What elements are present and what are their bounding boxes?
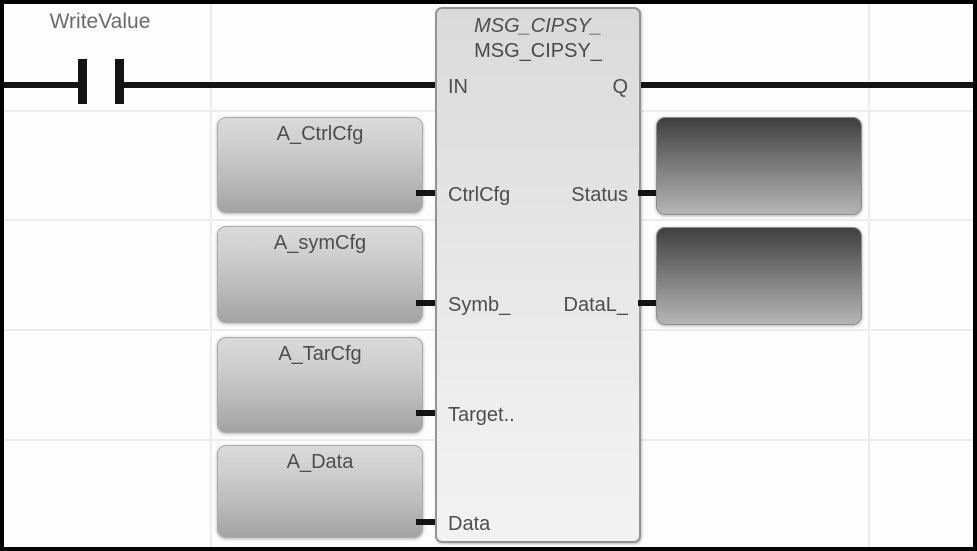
rung-wire-middle xyxy=(123,82,439,88)
function-block-type-name: MSG_CIPSY_ xyxy=(474,15,602,37)
grid-column-line xyxy=(868,4,870,547)
operand-box-symcfg[interactable]: A_symCfg xyxy=(217,226,423,323)
rung-wire-left xyxy=(4,82,79,88)
stub-symb xyxy=(416,300,443,306)
pin-label-target: Target.. xyxy=(448,404,515,426)
grid-column-line xyxy=(210,4,212,547)
stub-ctrlcfg xyxy=(416,190,443,196)
stub-data xyxy=(416,519,443,525)
pin-label-q: Q xyxy=(612,76,628,98)
pin-label-symb: Symb_ xyxy=(448,294,511,316)
pin-label-status: Status xyxy=(571,184,628,206)
operand-box-status-output[interactable] xyxy=(656,117,862,215)
operand-box-datalen-output[interactable] xyxy=(656,227,862,325)
contact-right-bar[interactable] xyxy=(115,59,124,104)
rung-wire-right xyxy=(641,82,973,88)
pin-label-datal: DataL_ xyxy=(563,294,629,316)
operand-box-data[interactable]: A_Data xyxy=(217,445,423,538)
stub-status xyxy=(638,190,662,196)
pin-label-in: IN xyxy=(448,76,468,98)
operand-box-ctrlcfg[interactable]: A_CtrlCfg xyxy=(217,117,423,213)
stub-datal xyxy=(638,300,662,306)
operand-box-tarcfg[interactable]: A_TarCfg xyxy=(217,337,423,433)
pin-label-data: Data xyxy=(448,513,491,535)
function-block-msg-cipsymbolic[interactable]: MSG_CIPSY_ MSG_CIPSY_ IN Q CtrlCfg Statu… xyxy=(435,7,641,543)
contact-operand-label[interactable]: WriteValue xyxy=(49,10,151,33)
stub-target xyxy=(416,410,443,416)
pin-label-ctrlcfg: CtrlCfg xyxy=(448,184,511,206)
function-block-instance-name[interactable]: MSG_CIPSY_ xyxy=(474,40,602,62)
contact-left-bar[interactable] xyxy=(78,59,87,104)
ladder-canvas: WriteValue A_CtrlCfg A_symCfg A_TarCfg A… xyxy=(4,4,973,547)
